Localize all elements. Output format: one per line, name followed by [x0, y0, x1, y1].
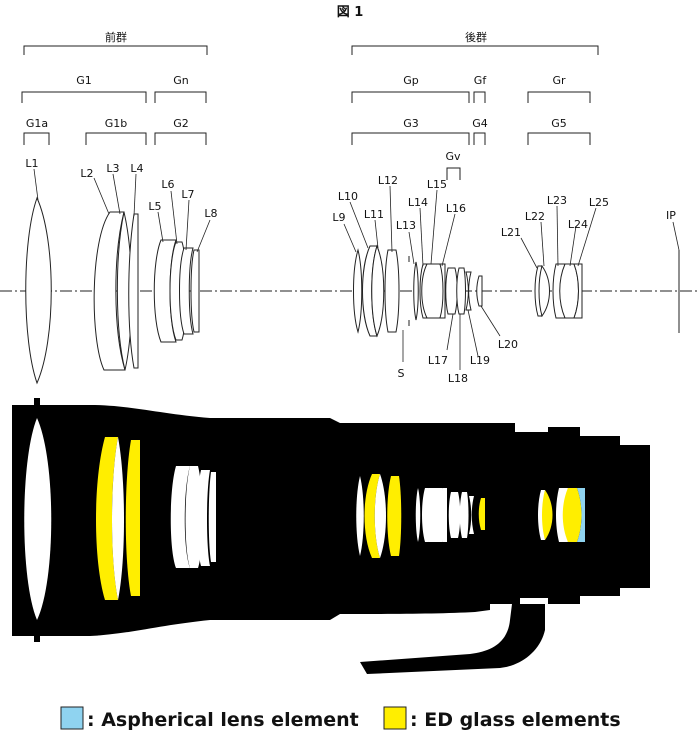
label-l22: L22 [525, 210, 545, 223]
label-l23: L23 [547, 194, 567, 207]
label-l11: L11 [364, 208, 384, 221]
group-label-front: 前群 [105, 30, 127, 44]
legend: : Aspherical lens element : ED glass ele… [60, 706, 621, 731]
label-image-plane: IP [666, 209, 676, 222]
group-label-rear: 後群 [465, 30, 487, 44]
group-label-g1b: G1b [105, 117, 128, 130]
label-l19: L19 [470, 354, 490, 367]
group-label-g5: G5 [551, 117, 567, 130]
figure-title: 図 1 [337, 5, 364, 20]
label-l13: L13 [396, 219, 416, 232]
barrel-lens-elements [24, 418, 585, 620]
group-label-g2: G2 [173, 117, 189, 130]
group-brackets-row1 [23, 45, 599, 55]
legend-aspherical-text: : Aspherical lens element [87, 709, 359, 731]
label-l20: L20 [498, 338, 518, 351]
group-label-gr: Gr [552, 74, 566, 87]
legend-ed-swatch [383, 706, 407, 730]
label-l12: L12 [378, 174, 398, 187]
label-l14: L14 [408, 196, 428, 209]
label-l21: L21 [501, 226, 521, 239]
group-brackets-row3 [23, 132, 591, 145]
label-l24: L24 [568, 218, 588, 231]
label-l8: L8 [204, 207, 217, 220]
group-label-g1: G1 [76, 74, 92, 87]
label-l4: L4 [130, 162, 143, 175]
lens-labels: L1 L2 L3 L4 L5 L6 L7 L8 L9 L10 L11 L12 L… [25, 157, 676, 385]
label-l1: L1 [25, 157, 38, 170]
label-l25: L25 [589, 196, 609, 209]
group-brackets-row2 [21, 91, 591, 103]
label-l3: L3 [106, 162, 119, 175]
group-label-g3: G3 [403, 117, 419, 130]
group-label-gv: Gv [445, 150, 461, 163]
group-label-gp: Gp [403, 74, 419, 87]
label-l17: L17 [428, 354, 448, 367]
group-label-g4: G4 [472, 117, 488, 130]
label-l5: L5 [148, 200, 161, 213]
lens-elements [25, 196, 680, 385]
group-bracket-gv [446, 167, 461, 180]
label-l18: L18 [448, 372, 468, 385]
label-stop: S [398, 367, 405, 380]
group-label-g1a: G1a [26, 117, 48, 130]
label-l16: L16 [446, 202, 466, 215]
legend-ed-text: : ED glass elements [410, 709, 621, 731]
group-label-gf: Gf [474, 74, 488, 87]
label-l10: L10 [338, 190, 358, 203]
label-l7: L7 [181, 188, 194, 201]
group-label-gn: Gn [173, 74, 189, 87]
label-l9: L9 [332, 211, 345, 224]
legend-aspherical-swatch [60, 706, 84, 730]
label-l6: L6 [161, 178, 174, 191]
label-l15: L15 [427, 178, 447, 191]
label-leaders [33, 168, 680, 370]
label-l2: L2 [80, 167, 93, 180]
lens-barrel-silhouette [12, 398, 650, 674]
